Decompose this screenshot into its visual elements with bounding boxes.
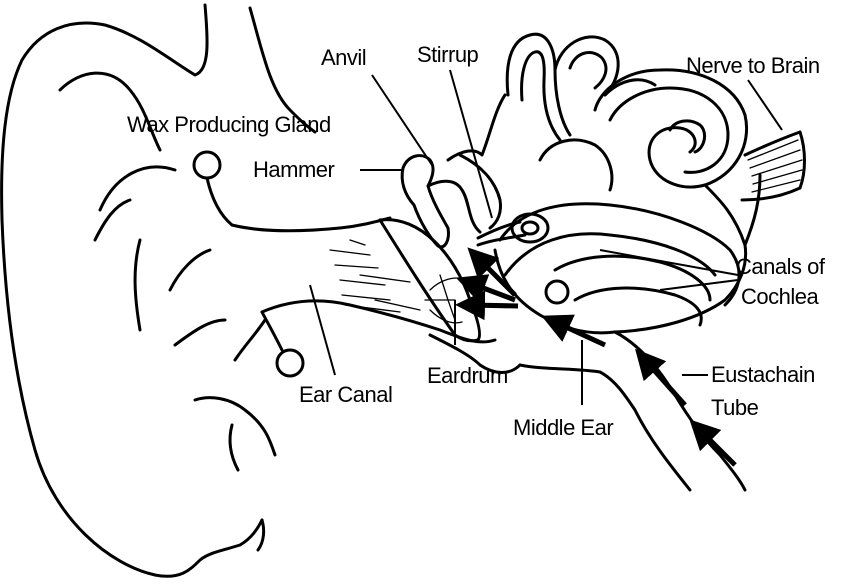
leader-anvil bbox=[372, 75, 432, 165]
outer-ear-pinna bbox=[2, 5, 315, 576]
arrow-tube-lower bbox=[700, 430, 735, 465]
arrow-eardrum-3 bbox=[470, 305, 518, 306]
label-eustachian-tube-line2: Tube bbox=[711, 395, 758, 421]
label-ear-canal: Ear Canal bbox=[299, 382, 392, 408]
label-wax-producing-gland: Wax Producing Gland bbox=[127, 112, 331, 138]
eardrum-membrane bbox=[330, 220, 480, 341]
label-stirrup: Stirrup bbox=[417, 42, 478, 68]
label-canals-of-cochlea-line2: Cochlea bbox=[741, 284, 818, 310]
label-middle-ear: Middle Ear bbox=[513, 415, 613, 441]
label-canals-of-cochlea-line1: Canals of bbox=[736, 254, 824, 280]
label-eardrum: Eardrum bbox=[427, 363, 508, 389]
arrow-tube-upper bbox=[645, 360, 685, 405]
ear-canal-walls bbox=[232, 218, 520, 373]
leader-nerve bbox=[748, 80, 782, 130]
label-eustachian-tube-line1: Eustachain bbox=[711, 362, 815, 388]
label-anvil: Anvil bbox=[321, 45, 366, 71]
label-nerve-to-brain: Nerve to Brain bbox=[686, 53, 820, 79]
label-hammer: Hammer bbox=[253, 157, 334, 183]
leader-canals-1 bbox=[600, 250, 738, 275]
leader-ear-canal bbox=[310, 285, 335, 375]
